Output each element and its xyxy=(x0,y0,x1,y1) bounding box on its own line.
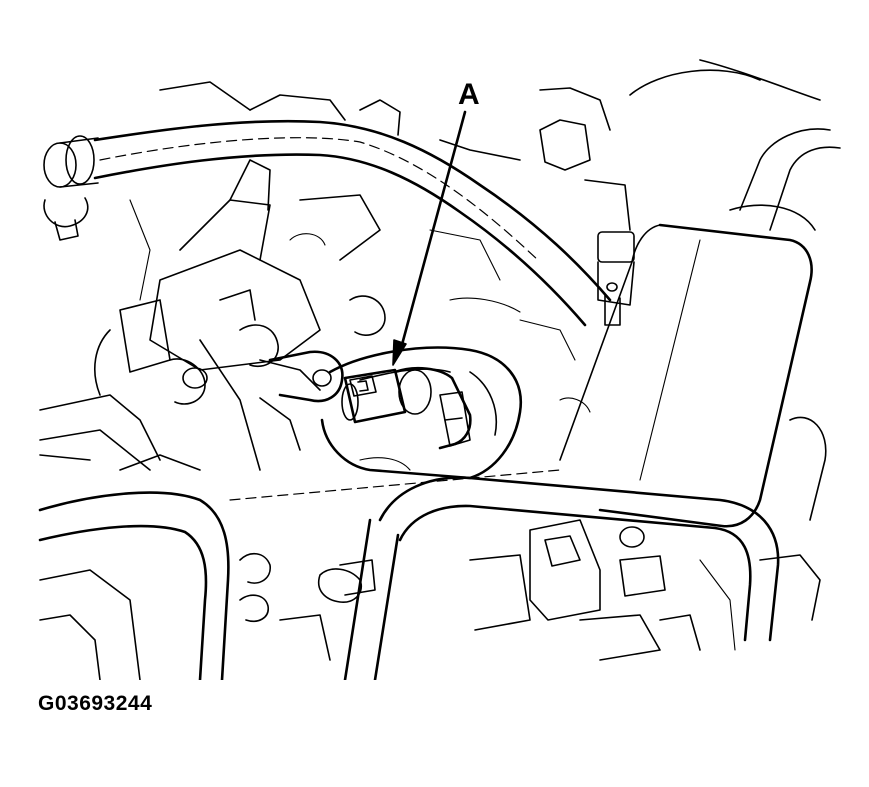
canister-connector xyxy=(597,231,635,326)
canister-body xyxy=(559,128,841,528)
lower-left-frame xyxy=(38,454,230,680)
lower-right-components xyxy=(239,416,827,661)
upper-left-clamp xyxy=(43,135,99,241)
background-details xyxy=(129,199,736,651)
top-frame-lines xyxy=(159,59,821,231)
engine-compartment-diagram xyxy=(38,59,841,680)
left-bracket-assembly xyxy=(39,159,386,471)
callout-label-a: A xyxy=(458,78,480,111)
evap-hose-assembly xyxy=(320,346,523,480)
mounting-bracket xyxy=(259,350,344,451)
lower-crossing-tube xyxy=(229,469,780,642)
upper-hose xyxy=(93,119,612,327)
callout-arrow xyxy=(392,110,467,366)
figure-id: G03693244 xyxy=(38,692,153,715)
lower-vertical-tube xyxy=(318,518,400,680)
